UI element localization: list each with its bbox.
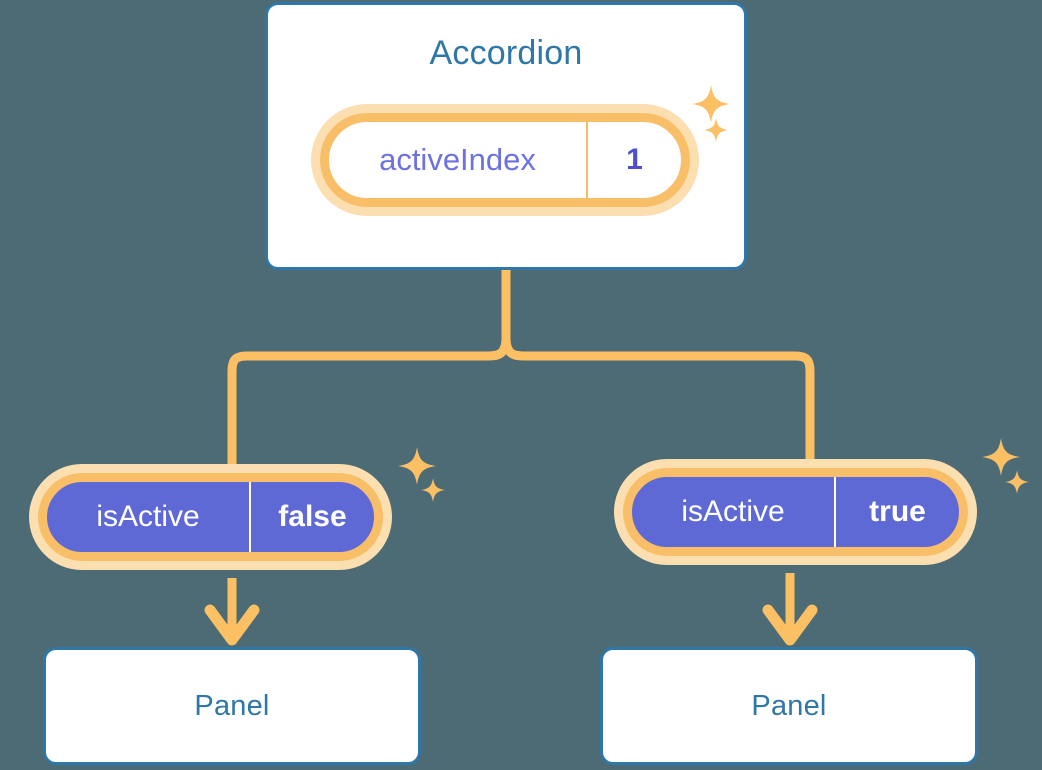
state-key-label: isActive xyxy=(96,500,200,533)
state-key-label: isActive xyxy=(681,495,785,528)
sparkle-four-point-small-icon xyxy=(421,478,445,502)
state-pill-is-active-false[interactable]: isActive false xyxy=(38,473,383,561)
arrow-down-icon-right xyxy=(762,573,818,646)
sparkle-four-point-icon xyxy=(398,447,436,485)
state-pill-active-index[interactable]: activeIndex 1 xyxy=(320,113,690,207)
panel-title: Panel xyxy=(194,689,270,722)
state-pill-body: isActive false xyxy=(38,473,383,561)
state-pill-body: activeIndex 1 xyxy=(320,113,690,207)
sparkle-four-point-icon xyxy=(982,438,1020,476)
state-pill-body: isActive true xyxy=(623,468,968,556)
state-value-label: false xyxy=(249,482,374,552)
arrow-down-icon-left xyxy=(204,578,260,646)
state-key-label: activeIndex xyxy=(379,142,536,177)
state-pill-is-active-true[interactable]: isActive true xyxy=(623,468,968,556)
panel-component-card-right[interactable]: Panel xyxy=(600,647,978,765)
state-value-label: true xyxy=(834,477,959,547)
accordion-title: Accordion xyxy=(429,34,583,72)
connector-branch-right xyxy=(501,265,815,475)
connector-branch-left xyxy=(227,265,511,475)
state-value-label: 1 xyxy=(586,122,681,198)
panel-component-card-left[interactable]: Panel xyxy=(43,647,421,765)
panel-title: Panel xyxy=(751,689,827,722)
sparkle-four-point-small-icon xyxy=(1005,470,1029,494)
